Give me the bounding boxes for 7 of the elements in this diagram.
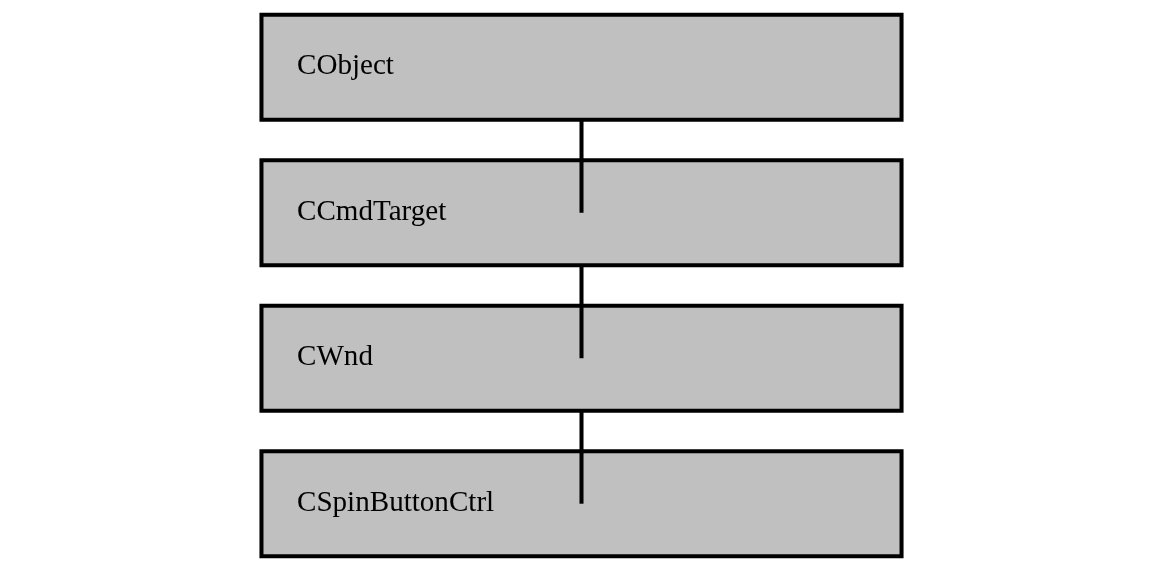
- node-box: CWnd: [258, 303, 904, 413]
- node-box: CSpinButtonCtrl: [258, 449, 904, 559]
- connector: [579, 266, 583, 359]
- node-box: CObject: [258, 12, 904, 122]
- connector: [579, 411, 583, 504]
- node-box: CCmdTarget: [258, 158, 904, 268]
- connector: [579, 120, 583, 213]
